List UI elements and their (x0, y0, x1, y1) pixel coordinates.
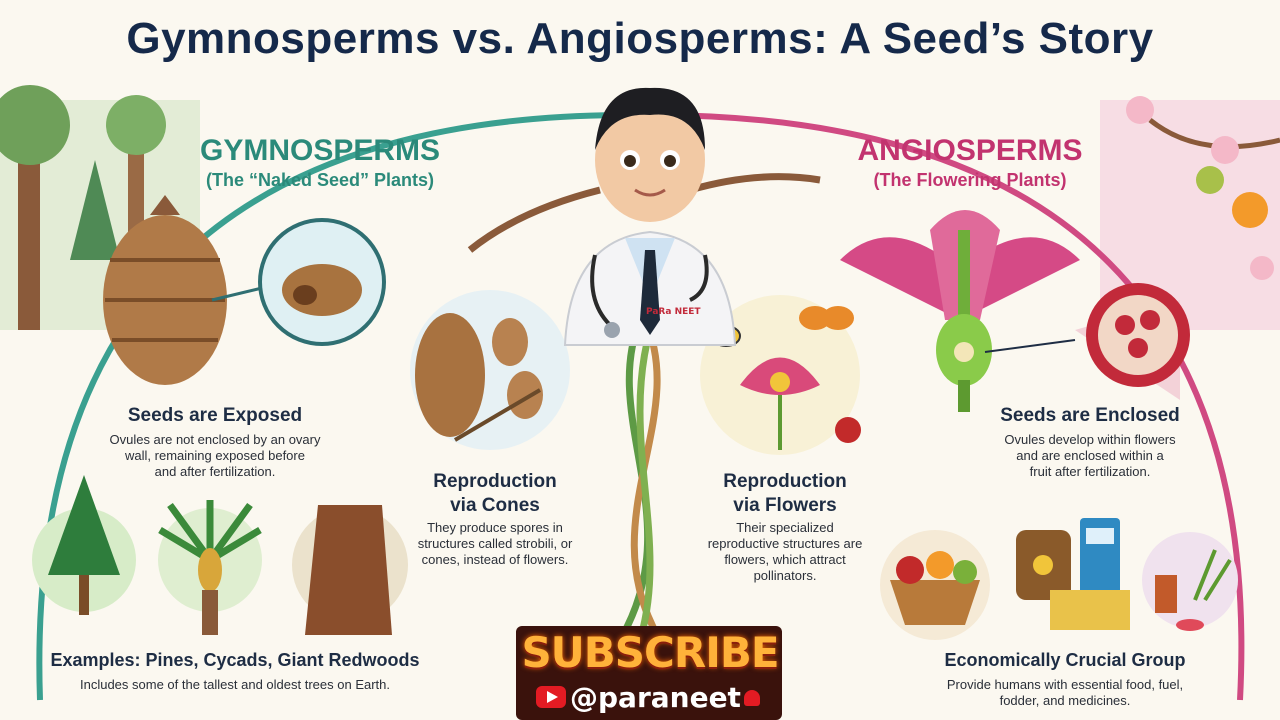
reproduction-flowers-title: Reproduction via Flowers (685, 470, 885, 518)
cycad-icon (158, 500, 262, 635)
reproduction-cones-line: They produce spores in (427, 520, 563, 535)
seeds-enclosed-line: and are enclosed within a (1016, 448, 1164, 463)
reproduction-flowers-line: pollinators. (753, 568, 817, 583)
seed-magnifier-icon (211, 218, 386, 346)
angiosperms-subheading: (The Flowering Plants) (873, 170, 1067, 190)
reproduction-flowers-title-line: Reproduction (723, 471, 847, 492)
reproduction-flowers-line: reproductive structures are (707, 536, 863, 551)
bell-icon[interactable] (744, 690, 760, 706)
reproduction-flowers-title-line: via Flowers (733, 495, 837, 516)
angiosperm-arc (659, 112, 1245, 701)
seeds-exposed-line: and after fertilization. (154, 464, 276, 479)
examples-title: Examples: Pines, Cycads, Giant Redwoods (50, 650, 420, 670)
seeds-exposed-line: Ovules are not enclosed by an ovary (109, 432, 321, 447)
youtube-icon[interactable] (536, 686, 566, 708)
medicine-icon (1142, 532, 1238, 631)
seeds-exposed-text: Ovules are not enclosed by an ovary wall… (75, 432, 355, 480)
butterfly-icon (799, 306, 854, 330)
flower-icon (840, 210, 1080, 412)
hay-bale-icon (1050, 590, 1130, 630)
seeds-enclosed-title: Seeds are Enclosed (1000, 405, 1180, 426)
seeds-enclosed-line: Ovules develop within flowers (1004, 432, 1176, 447)
pine-cone-icon (103, 195, 227, 385)
reproduction-flowers-line: flowers, which attract (724, 552, 846, 567)
economic-title: Economically Crucial Group (944, 650, 1186, 670)
reproduction-cones-line: structures called strobili, or (417, 536, 573, 551)
subscribe-label[interactable]: SUBSCRIBE (521, 628, 779, 677)
page-title: Gymnosperms vs. Angiosperms: A Seed’s St… (126, 14, 1154, 63)
economic-line: Provide humans with essential food, fuel… (946, 677, 1184, 692)
reproduction-flowers-line: Their specialized (736, 520, 834, 535)
central-vine (467, 173, 821, 642)
fruit-basket-icon (880, 530, 990, 640)
gymnosperms-subheading: (The “Naked Seed” Plants) (205, 170, 435, 190)
seeds-enclosed-text: Ovules develop within flowers and are en… (960, 432, 1220, 480)
fuel-pump-icon (1080, 518, 1120, 598)
doctor-mascot-icon (563, 87, 737, 346)
seeds-enclosed-line: fruit after fertilization. (1029, 464, 1151, 479)
cone-branch-icon (410, 290, 570, 450)
coat-badge: PaRa NEET (646, 307, 701, 317)
reproduction-cones-title: Reproduction via Cones (395, 470, 595, 518)
examples-text: Includes some of the tallest and oldest … (79, 677, 390, 692)
seeds-exposed-title: Seeds are Exposed (127, 405, 303, 426)
barrel-icon (1016, 530, 1071, 600)
blossom-backdrop (1100, 96, 1280, 330)
angiosperms-heading: ANGIOSPERMS (857, 134, 1083, 167)
reproduction-flowers-text: Their specialized reproductive structure… (685, 520, 885, 584)
redwood-icon (292, 505, 408, 635)
pine-tree-icon (32, 475, 136, 615)
gymnosperms-heading: GYMNOSPERMS (199, 134, 441, 167)
seeds-exposed-line: wall, remaining exposed before (125, 448, 305, 463)
reproduction-cones-line: cones, instead of flowers. (421, 552, 569, 567)
economic-text: Provide humans with essential food, fuel… (905, 677, 1225, 709)
reproduction-cones-text: They produce spores in structures called… (390, 520, 600, 568)
channel-handle[interactable]: @paraneet (570, 681, 741, 714)
reproduction-cones-title-line: Reproduction (433, 471, 557, 492)
pomegranate-icon (984, 283, 1190, 400)
reproduction-cones-title-line: via Cones (450, 495, 540, 516)
economic-line: fodder, and medicines. (999, 693, 1131, 708)
